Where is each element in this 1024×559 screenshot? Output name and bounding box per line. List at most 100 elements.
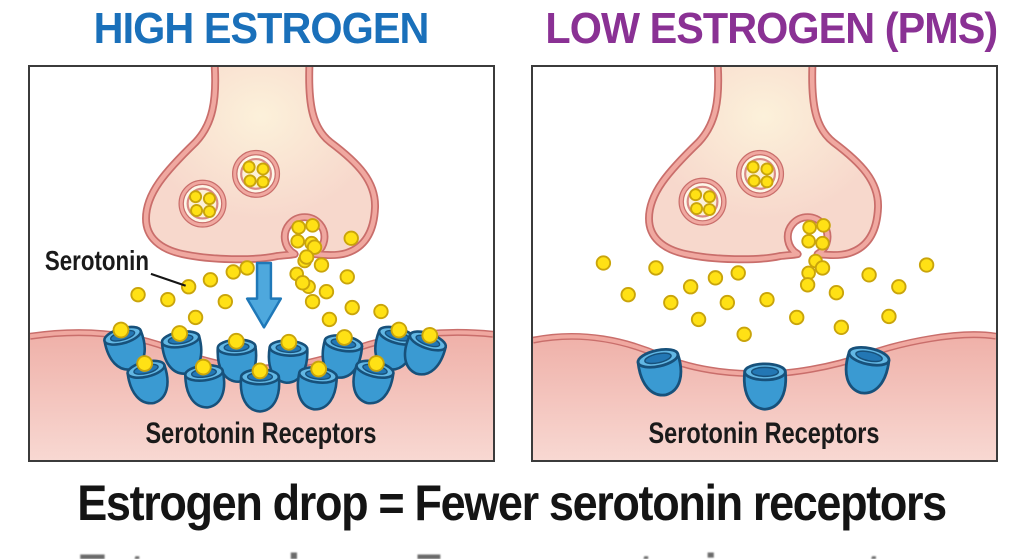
vesicle-serotonin-dot <box>760 162 774 176</box>
serotonin-dot <box>891 279 907 295</box>
serotonin-dot <box>321 311 338 328</box>
bound-serotonin-dot <box>227 332 245 350</box>
serotonin-dot <box>648 260 664 276</box>
serotonin-receptor <box>183 358 226 409</box>
bound-serotonin-dot <box>421 326 439 344</box>
serotonin-dot <box>736 326 752 342</box>
serotonin-receptor <box>103 321 146 371</box>
vesicle-serotonin-dot <box>690 202 704 216</box>
serotonin-dot <box>290 233 305 249</box>
serotonin-receptors-label: Serotonin Receptors <box>649 417 880 450</box>
bound-serotonin-dot <box>390 321 408 339</box>
serotonin-dot <box>881 308 897 325</box>
serotonin-dot <box>217 293 233 310</box>
cutoff-text: Estrogen drop = Fewer serotonin receptor… <box>78 543 948 559</box>
serotonin-dot <box>313 257 330 273</box>
serotonin-receptor <box>742 362 788 411</box>
serotonin-dot <box>682 279 699 295</box>
vesicle-serotonin-dot <box>702 190 716 204</box>
synaptic-vesicle <box>232 149 281 198</box>
serotonin-dot <box>595 255 612 271</box>
serotonin-receptor <box>126 355 169 405</box>
serotonin-dot <box>789 309 805 326</box>
serotonin-label: Serotonin <box>45 245 149 276</box>
serotonin-dot <box>130 287 146 303</box>
release-site-dots <box>801 218 831 281</box>
synaptic-cleft-dots <box>595 255 935 342</box>
serotonin-dot <box>344 299 360 316</box>
serotonin-receptor <box>296 360 339 411</box>
vesicle-serotonin-dot <box>202 192 216 206</box>
serotonin-dot <box>294 275 311 291</box>
vesicle-serotonin-dot <box>242 160 256 174</box>
serotonin-pointer-line <box>150 272 187 287</box>
bound-serotonin-dot <box>310 360 328 378</box>
bound-serotonin-dot <box>367 355 385 372</box>
vesicle-serotonin-dot <box>243 174 257 188</box>
serotonin-dot <box>814 260 831 276</box>
serotonin-dot <box>225 264 241 280</box>
low-estrogen-diagram: Serotonin Receptors <box>533 67 996 460</box>
serotonin-dot <box>719 294 736 311</box>
vesicle-serotonin-dot <box>689 188 703 202</box>
vesicle-serotonin-dot <box>702 203 716 217</box>
serotonin-dot <box>833 319 850 336</box>
bound-serotonin-dot <box>280 333 298 351</box>
low-estrogen-panel: Serotonin Receptors <box>531 65 998 462</box>
low-estrogen-title-text: LOW ESTROGEN (PMS) <box>545 4 998 53</box>
vesicle-serotonin-dot <box>256 175 270 189</box>
serotonin-dot <box>202 272 219 288</box>
serotonin-dot <box>318 284 335 300</box>
vesicle-serotonin-dot <box>747 174 761 188</box>
serotonin-dot <box>291 220 306 235</box>
low-estrogen-title: LOW ESTROGEN (PMS) <box>531 4 998 54</box>
bottom-caption: Estrogen drop = Fewer serotonin receptor… <box>0 474 1024 532</box>
serotonin-dot <box>816 218 831 233</box>
serotonin-receptor <box>239 362 281 413</box>
serotonin-dot <box>187 309 204 326</box>
cutoff-text-strip: Estrogen drop = Fewer serotonin receptor… <box>0 543 1024 559</box>
bound-serotonin-dot <box>251 362 269 380</box>
bound-serotonin-dot <box>336 329 353 346</box>
serotonin-dot <box>730 265 746 281</box>
serotonin-receptor <box>321 329 364 379</box>
serotonin-receptor <box>352 355 395 405</box>
serotonin-dot <box>306 239 323 255</box>
serotonin-dot <box>815 235 830 251</box>
bound-serotonin-dot <box>136 355 154 372</box>
serotonin-dot <box>663 294 679 311</box>
serotonin-dot <box>707 270 724 286</box>
synaptic-vesicle <box>178 179 227 228</box>
serotonin-dot <box>620 287 636 303</box>
serotonin-dot <box>239 260 255 276</box>
vesicle-serotonin-dot <box>746 160 760 174</box>
vesicle-serotonin-dot <box>256 162 270 176</box>
serotonin-dot <box>801 233 816 249</box>
vesicle-serotonin-dot <box>190 204 204 218</box>
serotonin-receptor <box>403 326 448 376</box>
bottom-caption-text: Estrogen drop = Fewer serotonin receptor… <box>77 475 948 531</box>
serotonin-dot <box>918 257 935 273</box>
vesicle-serotonin-dot <box>202 205 216 219</box>
serotonin-dot <box>373 303 389 320</box>
serotonin-dot <box>305 218 320 233</box>
serotonin-receptor <box>844 346 891 395</box>
serotonin-dot <box>802 220 817 235</box>
bound-serotonin-dot <box>194 358 212 376</box>
synaptic-vesicle <box>735 149 785 198</box>
high-estrogen-title-text: HIGH ESTROGEN <box>94 4 430 53</box>
serotonin-dot <box>339 269 355 285</box>
serotonin-dot <box>298 249 315 265</box>
serotonin-dot <box>160 291 176 308</box>
serotonin-dot <box>759 291 775 308</box>
serotonin-dot <box>343 230 359 246</box>
serotonin-callout: Serotonin <box>45 245 187 287</box>
down-arrow-icon <box>245 261 283 329</box>
serotonin-dot <box>828 285 845 301</box>
serotonin-dot <box>180 279 197 295</box>
serotonin-receptors-label: Serotonin Receptors <box>146 417 377 450</box>
high-estrogen-title: HIGH ESTROGEN <box>28 4 495 54</box>
serotonin-dot <box>861 267 877 283</box>
